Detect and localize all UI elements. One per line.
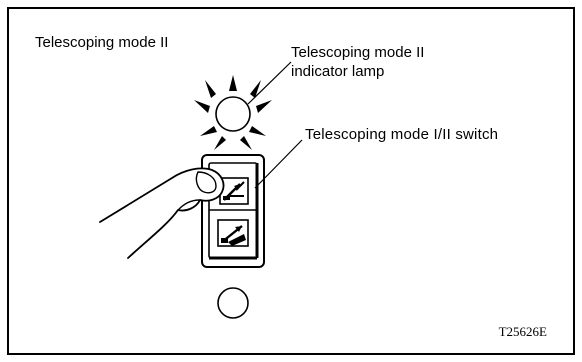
lamp-callout-label: Telescoping mode II indicator lamp [291,43,424,81]
pressing-finger-icon [99,167,225,259]
crane-telescope-mode-1-icon [219,177,249,205]
indicator-lamp-lit-icon [194,75,272,150]
switch-callout-label: Telescoping mode I/II switch [305,126,499,143]
crane-telescope-mode-2-icon [217,219,249,247]
figure-frame [7,7,575,355]
figure-title: Telescoping mode II [35,34,169,51]
lamp-leader-line [247,61,292,105]
figure-id: T25626E [498,324,547,339]
switch-leader-line [254,139,303,189]
lamp-callout-line-1: Telescoping mode II [291,44,425,61]
lamp-callout-line-2: indicator lamp [291,63,385,80]
indicator-lamp-unlit-icon [217,287,249,319]
